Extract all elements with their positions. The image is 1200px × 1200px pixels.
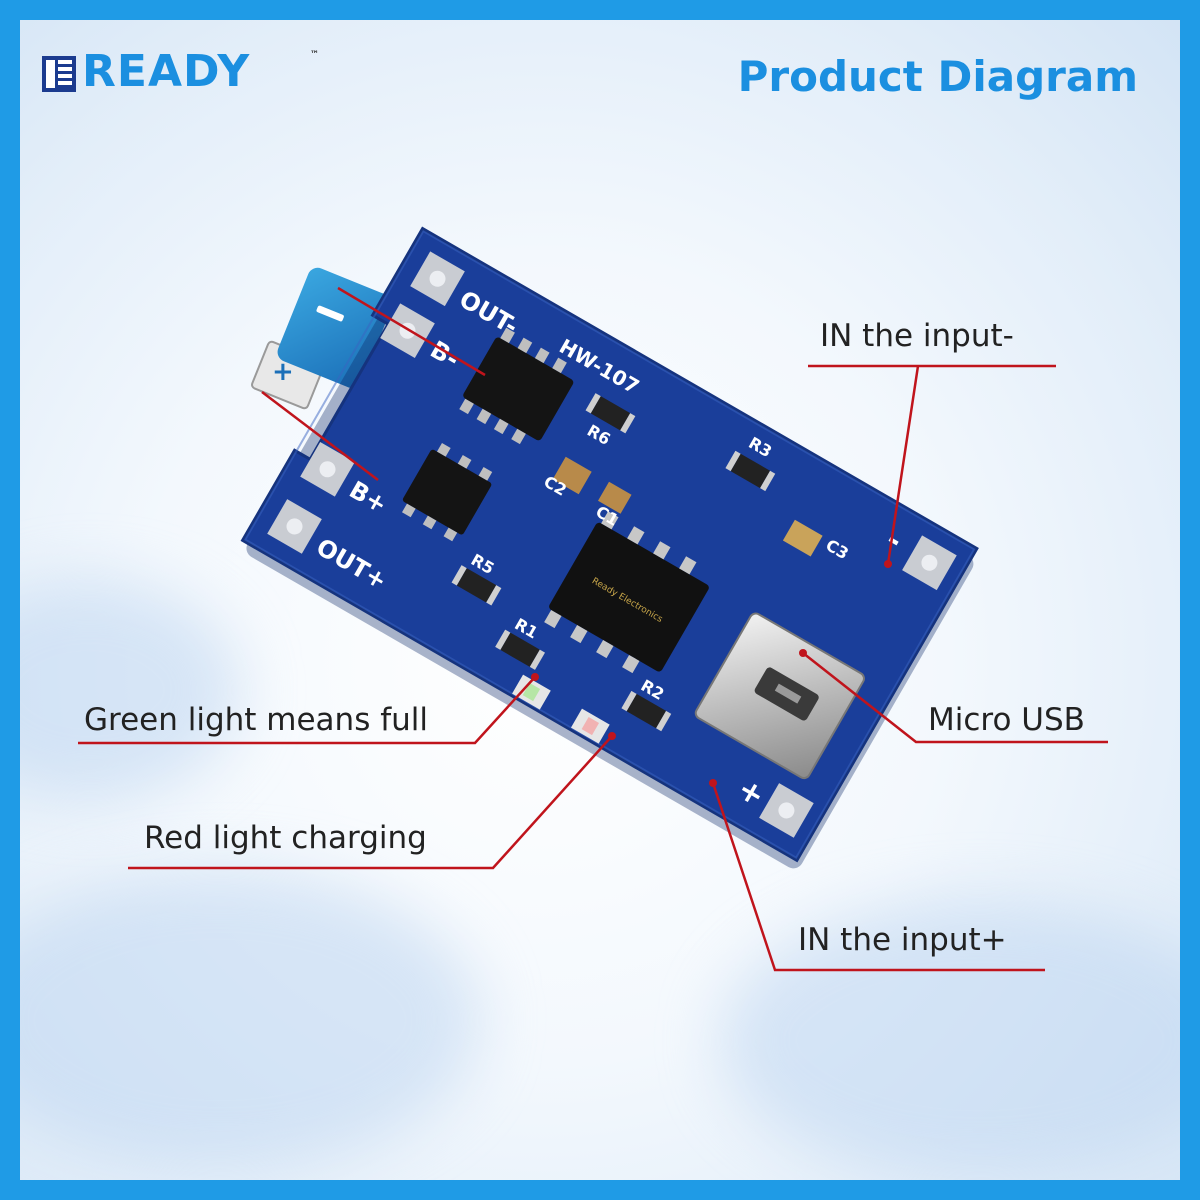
red-led xyxy=(570,708,610,744)
battery-icon xyxy=(251,267,393,410)
mosfet-chip xyxy=(401,443,493,542)
leader-in-plus xyxy=(711,782,1045,972)
green-led xyxy=(512,674,551,710)
pad-out-plus xyxy=(267,499,322,554)
capacitor-c1 xyxy=(598,481,632,514)
micro-usb-port xyxy=(694,612,865,780)
brand-logo: READY ™ xyxy=(42,46,319,97)
trademark-symbol: ™ xyxy=(310,50,319,60)
protection-ic xyxy=(459,327,574,445)
leader-battery-minus xyxy=(337,286,486,377)
pad-b-plus xyxy=(300,441,355,497)
callout-in-minus: IN the input- xyxy=(820,318,1014,354)
callout-red-light: Red light charging xyxy=(144,820,427,856)
background-cloud xyxy=(20,870,480,1170)
resistor-r3 xyxy=(725,450,776,492)
battery-plus-symbol: + xyxy=(272,357,294,387)
charger-ic: Ready Electronics xyxy=(544,511,709,674)
background-cloud xyxy=(720,900,1180,1180)
callout-green-light: Green light means full xyxy=(84,702,428,738)
resistor-r2 xyxy=(621,690,672,732)
page-title: Product Diagram xyxy=(737,52,1138,101)
resistor-r6 xyxy=(585,393,636,434)
resistor-r5 xyxy=(451,565,502,606)
capacitor-c3 xyxy=(782,519,823,557)
resistor-r1 xyxy=(495,629,545,670)
pad-out-minus xyxy=(410,251,465,307)
callout-micro-usb: Micro USB xyxy=(928,702,1085,738)
leader-red-light xyxy=(128,735,613,870)
leader-micro-usb xyxy=(802,652,1108,744)
diagram-canvas: + xyxy=(78,226,1108,972)
product-diagram-frame: READY ™ Product Diagram + xyxy=(20,20,1180,1180)
leader-lines xyxy=(78,286,1108,972)
callout-in-plus: IN the input+ xyxy=(798,922,1007,958)
pad-in-minus xyxy=(902,535,957,591)
brand-logo-icon xyxy=(42,56,76,92)
pad-in-plus xyxy=(759,783,814,838)
brand-name: READY xyxy=(82,46,251,97)
leader-green-light xyxy=(78,676,536,745)
capacitor-c2 xyxy=(552,456,592,495)
leader-in-minus xyxy=(808,364,1056,565)
leader-battery-plus xyxy=(261,391,379,481)
leader-dots xyxy=(531,560,892,787)
pcb-board: OUT- B- B+ OUT+ - + HW-107 xyxy=(240,226,979,869)
